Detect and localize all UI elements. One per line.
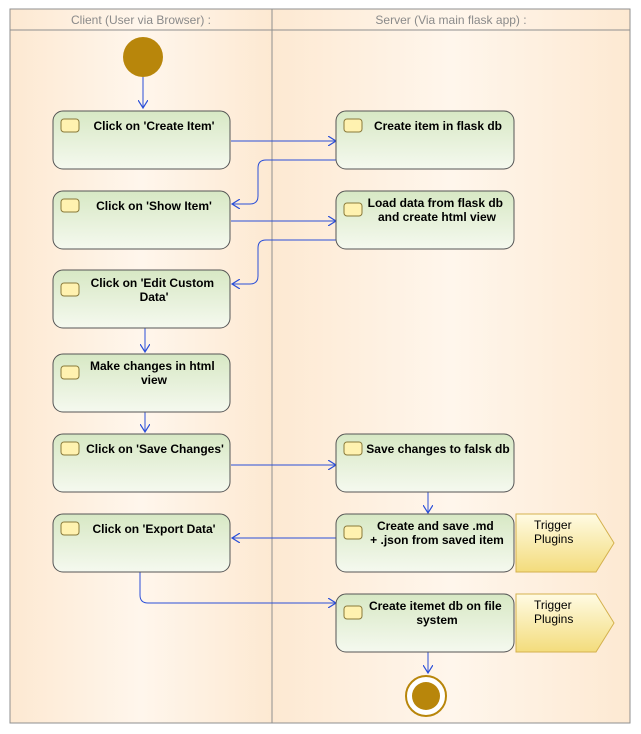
activity-icon: [343, 118, 363, 133]
svg-text:Save changes to falsk db: Save changes to falsk db: [366, 442, 509, 456]
activity-icon: [343, 441, 363, 456]
activity-icon: [60, 198, 80, 213]
arrow-export-to-itemet: [139, 572, 336, 603]
activity-icon: [60, 282, 80, 297]
activity-save-changes-db: Save changes to falsk db: [335, 433, 515, 493]
svg-text:Click on 'Export Data': Click on 'Export Data': [92, 522, 215, 536]
activity-show-item-click: Click on 'Show Item': [52, 190, 231, 250]
activity-save-changes-click: Click on 'Save Changes': [52, 433, 231, 493]
activity-icon: [343, 202, 363, 217]
svg-text:Create itemet db on file: Create itemet db on file system: [369, 599, 505, 627]
svg-text:Create item in flask db: Create item in flask db: [374, 119, 502, 133]
activity-icon: [343, 525, 363, 540]
svg-text:Click on 'Create Item': Click on 'Create Item': [93, 119, 214, 133]
end-node: [405, 675, 447, 717]
signal-trigger-plugins-2: Trigger Plugins: [515, 593, 615, 653]
activity-export-click: Click on 'Export Data': [52, 513, 231, 573]
activity-icon: [60, 118, 80, 133]
arrow-db-to-show: [232, 159, 336, 204]
flow-arrows: [140, 77, 428, 673]
signal-trigger-plugins-1: Trigger Plugins: [515, 513, 615, 573]
svg-text:Click on 'Edit Custom Da: Click on 'Edit Custom Data': [91, 276, 218, 304]
svg-text:Trigger Plugins: Trigger Plugins: [534, 598, 575, 626]
activity-create-item-click: Click on 'Create Item': [52, 110, 231, 170]
svg-text:Make changes in html vie: Make changes in html view: [90, 359, 218, 387]
activity-icon: [343, 605, 363, 620]
svg-text:Click on 'Save Changes': Click on 'Save Changes': [86, 442, 224, 456]
svg-text:Create and save .md + .j: Create and save .md + .json from saved i…: [370, 519, 504, 547]
start-node: [123, 37, 163, 77]
svg-text:Trigger Plugins: Trigger Plugins: [534, 518, 575, 546]
svg-text:Click on 'Show Item': Click on 'Show Item': [96, 199, 212, 213]
activity-create-itemet: Create itemet db on file system: [335, 593, 515, 653]
activity-make-changes: Make changes in html view: [52, 353, 231, 413]
activity-create-item-db: Create item in flask db: [335, 110, 515, 170]
activity-icon: [60, 521, 80, 536]
activity-icon: [60, 441, 80, 456]
activity-edit-custom-click: Click on 'Edit Custom Data': [52, 269, 231, 329]
activity-icon: [60, 365, 80, 380]
activity-load-data: Load data from flask db and create html …: [335, 190, 515, 250]
lane-client-title: Client (User via Browser) :: [71, 13, 211, 27]
lane-server-title: Server (Via main flask app) :: [375, 13, 526, 27]
arrow-load-to-edit: [232, 239, 336, 284]
svg-text:Load data from flask db: Load data from flask db and create html …: [368, 196, 507, 224]
activity-create-save-md: Create and save .md + .json from saved i…: [335, 513, 515, 573]
